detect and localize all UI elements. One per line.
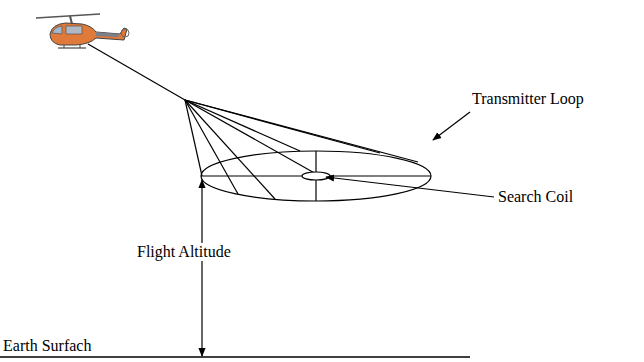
part-label: Search Coil — [498, 188, 573, 206]
altitude-arrow — [201, 180, 202, 356]
leader-line — [326, 177, 494, 197]
ground-line — [0, 356, 470, 358]
dimension-label: Flight Altitude — [136, 243, 232, 261]
transmitter-loop — [201, 151, 431, 201]
ground-label: Earth Surfach — [3, 337, 91, 355]
search-coil — [302, 172, 330, 180]
part-label: Transmitter Loop — [472, 90, 584, 108]
leader-line — [433, 112, 470, 140]
helicopter — [36, 14, 129, 48]
